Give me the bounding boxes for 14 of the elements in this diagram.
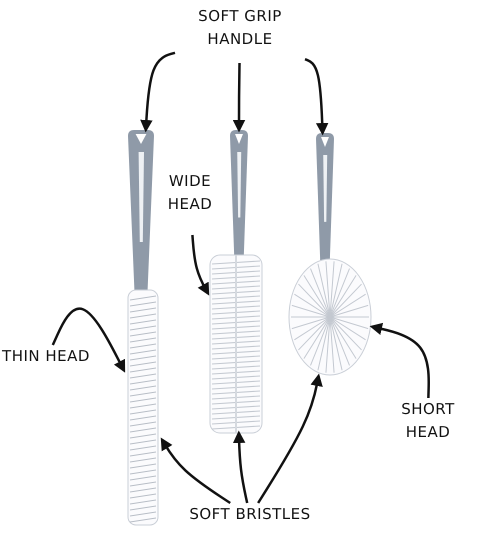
callout-text: THIN HEAD bbox=[1, 346, 91, 367]
arrow bbox=[191, 234, 210, 296]
callout-text: SHORT HEAD bbox=[400, 399, 456, 442]
callout-text: SOFT GRIP HANDLE bbox=[197, 6, 283, 50]
arrow bbox=[257, 374, 323, 504]
arrow bbox=[140, 52, 176, 132]
callout-text: WIDE HEAD bbox=[166, 171, 214, 214]
arrow bbox=[304, 58, 328, 136]
arrow bbox=[232, 62, 246, 132]
arrow bbox=[370, 322, 430, 398]
callout-text: SOFT BRISTLES bbox=[188, 504, 312, 525]
arrow bbox=[52, 308, 126, 373]
arrow bbox=[232, 430, 248, 504]
arrow bbox=[160, 437, 231, 504]
